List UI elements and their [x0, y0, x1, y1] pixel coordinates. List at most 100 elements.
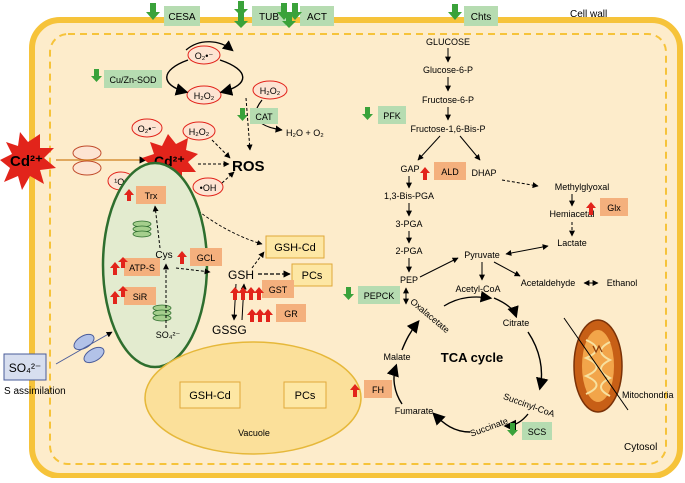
up-arrow-icon — [118, 257, 128, 268]
up-arrow-icon — [246, 287, 256, 300]
hydrogen-peroxide-left-label: H₂O₂ — [189, 127, 210, 137]
up-arrow-icon — [247, 309, 257, 322]
dhap-to-methylglyoxal-arrow — [501, 179, 539, 189]
down-arrow-icon — [362, 107, 373, 120]
glx-box — [600, 198, 628, 216]
pepck-label: PEPCK — [364, 291, 395, 301]
vacuole-gsh-cd-label: GSH-Cd — [189, 390, 231, 402]
down-arrow-icon — [237, 108, 248, 121]
up-arrow-icon — [230, 287, 240, 300]
tca-arrow — [401, 320, 420, 351]
gene-act-label: ACT — [307, 12, 327, 23]
cd-to-gsh-cd-arrow — [173, 185, 263, 246]
trx-label: Trx — [145, 191, 158, 201]
ald-box — [434, 162, 466, 180]
sulfate-inner-label: SO₄²⁻ — [156, 330, 181, 340]
gene-tub-label: TUB — [259, 12, 279, 23]
cytosol-region — [49, 33, 667, 465]
up-arrow-icon — [586, 202, 596, 215]
scs-box — [522, 422, 552, 440]
down-arrow-icon — [448, 4, 462, 20]
sir-box — [124, 287, 156, 305]
malate-label: Malate — [383, 352, 410, 362]
hydroxyl-radical-badge — [192, 177, 224, 197]
sod-cycle-arrow — [166, 59, 189, 96]
tca-arrow — [432, 412, 471, 433]
pathway-arrow — [419, 257, 459, 278]
pyruvate-lactate-arrow — [505, 244, 549, 256]
up-arrow-icon — [263, 309, 273, 322]
sir-label: SiR — [133, 292, 148, 302]
down-arrow-icon — [234, 1, 248, 16]
pyruvate-label: Pyruvate — [464, 250, 500, 260]
up-arrow-icon — [110, 291, 120, 304]
glucose-6-p-label: Glucose-6-P — [423, 65, 473, 75]
water-oxygen-label: H₂O + O₂ — [286, 128, 324, 138]
scs-label: SCS — [528, 427, 547, 437]
ros-cycle: O₂•⁻ H₂O₂ H₂O₂ H₂O + O₂ — [166, 40, 324, 138]
up-arrow-icon — [177, 251, 187, 264]
up-arrow-icon — [118, 286, 128, 297]
hydrogen-peroxide-right-badge — [252, 80, 288, 100]
tca-arrow — [443, 290, 493, 307]
cadmium-star-outer — [0, 132, 56, 190]
gr-up-arrows — [247, 309, 273, 322]
acetyl-coa-label: Acetyl-CoA — [455, 284, 500, 294]
superoxide-top-badge — [187, 45, 221, 65]
fh-box — [364, 380, 392, 398]
transporter-oval — [72, 160, 102, 176]
cell-wall-gene-chts: Chts — [448, 4, 498, 26]
sulfate-transporter — [73, 333, 95, 351]
gene-box — [464, 6, 498, 26]
sulfate-outer-box — [3, 353, 47, 381]
tca-cycle-label: TCA cycle — [441, 350, 503, 365]
up-arrow-icon — [255, 309, 265, 322]
cys-to-trx-arrow — [152, 205, 161, 249]
down-arrow-icon — [91, 69, 102, 82]
cell-wall-gene-tub: TUB — [234, 1, 286, 28]
up-arrow-icon — [420, 167, 430, 180]
2-pga-label: 2-PGA — [395, 246, 422, 256]
ros-arrow — [221, 171, 235, 184]
down-arrow-icon — [343, 287, 354, 300]
up-arrow-icon — [110, 262, 120, 275]
ros-arrow — [245, 97, 253, 151]
up-arrow-icon — [124, 189, 134, 201]
down-arrow-icon — [146, 3, 160, 20]
cell-wall-label: Cell wall — [570, 9, 607, 20]
down-arrow-icon — [507, 423, 518, 436]
ros-label: ROS — [232, 158, 265, 175]
tca-arrow — [386, 363, 403, 405]
gene-box — [252, 6, 286, 26]
hydrogen-peroxide-center-label: H₂O₂ — [194, 91, 215, 101]
tca-arrow — [527, 331, 549, 391]
singlet-oxygen-label: ¹O₂ — [114, 177, 128, 187]
gap-label: GAP — [400, 164, 419, 174]
gene-chts-label: Chts — [471, 12, 492, 23]
mitochondrion-icon — [563, 317, 629, 413]
citrate-label: Citrate — [503, 318, 530, 328]
glx-label: Glx — [607, 203, 621, 213]
lactate-label: Lactate — [557, 238, 587, 248]
gene-box — [164, 6, 200, 26]
sulfate-transporter — [83, 346, 105, 364]
cys-to-gsh-arrow — [175, 267, 211, 275]
cu-zn-sod-label: Cu/Zn-SOD — [109, 75, 157, 85]
hemiacetal-label: Hemiacetal — [549, 209, 594, 219]
superoxide-left-badge — [131, 118, 163, 138]
cadmium-outer-label: Cd²⁺ — [10, 153, 43, 170]
gcl-box — [190, 248, 222, 266]
cell-wall-gene-act: ACT — [277, 3, 334, 28]
ros-arrow — [211, 139, 231, 159]
sod-cycle-arrow — [185, 40, 234, 52]
gsh-to-gsh-cd-arrow — [251, 251, 265, 269]
cat-label: CAT — [255, 112, 273, 122]
gr-box — [276, 304, 306, 322]
ethanol-label: Ethanol — [607, 278, 638, 288]
tca-arrow — [493, 297, 519, 319]
atp-s-box — [124, 258, 160, 276]
glucose-label: GLUCOSE — [426, 37, 470, 47]
gcl-label: GCL — [197, 253, 216, 263]
pcs-box — [291, 263, 333, 287]
